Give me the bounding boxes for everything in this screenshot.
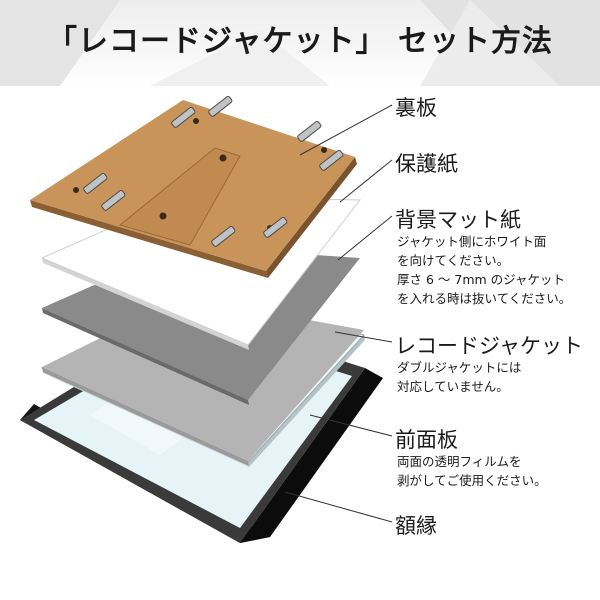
note-record-jacket: ダブルジャケットには 対応していません。 xyxy=(397,358,521,396)
label-backboard: 裏板 xyxy=(395,96,437,120)
label-protective-paper: 保護紙 xyxy=(395,152,458,176)
note-line: 厚さ 6 ～ 7mm のジャケット xyxy=(397,272,566,287)
title-banner: 「レコードジャケット」 セット方法 xyxy=(0,0,600,86)
note-mat-paper: ジャケット側にホワイト面 を向けてください。 厚さ 6 ～ 7mm のジャケット… xyxy=(397,232,571,308)
note-line: 対応していません。 xyxy=(397,379,509,394)
banner-background xyxy=(0,0,600,86)
leader-lines xyxy=(284,104,393,523)
note-front-panel: 両面の透明フィルムを 剥がしてご使用ください。 xyxy=(397,452,547,490)
note-line: ジャケット側にホワイト面 xyxy=(397,234,547,249)
note-line: 剥がしてご使用ください。 xyxy=(397,473,547,488)
leader-line-front-panel xyxy=(309,414,393,437)
label-front-panel: 前面板 xyxy=(395,428,458,452)
label-frame: 額縁 xyxy=(395,514,437,538)
note-line: を向けてください。 xyxy=(397,253,510,268)
leader-line-backboard xyxy=(299,104,393,156)
leader-line-mat-paper xyxy=(337,215,393,261)
label-record-jacket: レコードジャケット xyxy=(395,334,583,358)
leader-line-frame xyxy=(284,491,393,523)
leader-line-record-jacket xyxy=(334,331,393,343)
leader-line-protective-paper xyxy=(339,159,393,203)
page-title: 「レコードジャケット」 セット方法 xyxy=(47,24,553,59)
note-line: を入れる時は抜いてください。 xyxy=(397,291,572,306)
backboard-layer xyxy=(30,95,357,278)
label-mat-paper: 背景マット紙 xyxy=(395,208,521,232)
note-line: ダブルジャケットには xyxy=(397,360,522,375)
note-line: 両面の透明フィルムを xyxy=(397,454,522,469)
